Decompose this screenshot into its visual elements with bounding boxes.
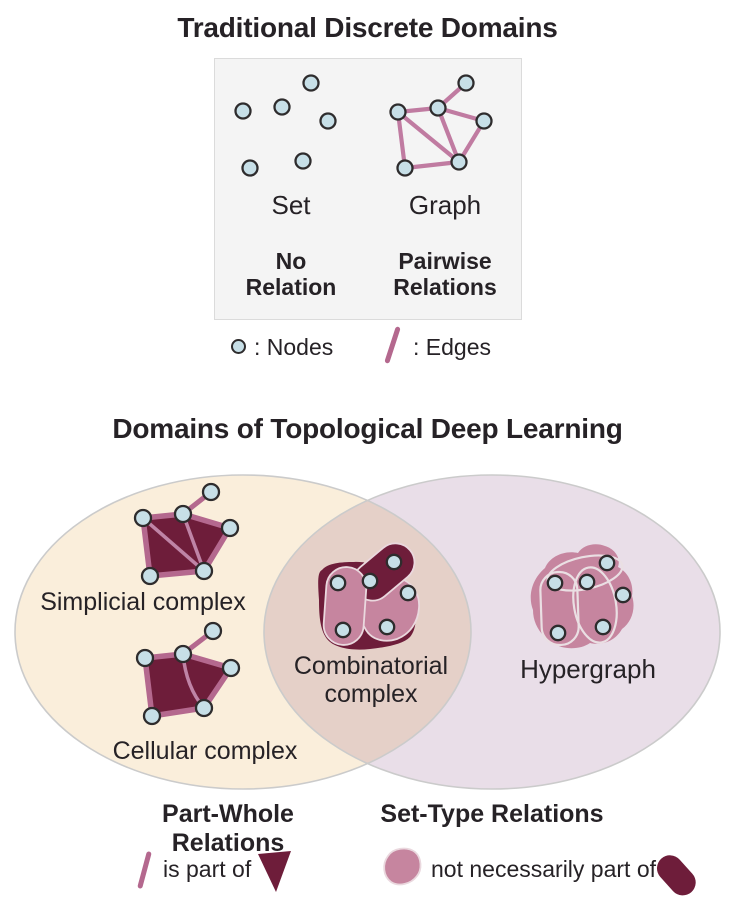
node-icon xyxy=(594,618,612,636)
node-icon xyxy=(201,482,221,502)
not-part-of-label: not necessarily part of xyxy=(431,856,657,882)
edge-icon xyxy=(395,109,408,171)
graph-edges xyxy=(395,80,487,171)
node-icon xyxy=(221,658,241,678)
node-icon xyxy=(546,574,564,592)
node-icon xyxy=(135,648,155,668)
pink-hyperedge-blob-icon xyxy=(383,847,422,886)
part-whole-caption: Part-Whole Relations xyxy=(162,800,294,857)
node-icon xyxy=(194,698,214,718)
node-icon xyxy=(396,159,414,177)
nodes-legend-label: : Nodes xyxy=(254,334,334,360)
bottom-title: Domains of Topological Deep Learning xyxy=(112,413,623,444)
node-icon xyxy=(319,112,337,130)
node-icon xyxy=(194,561,214,581)
hyperedge-icon xyxy=(572,566,618,644)
node-icon xyxy=(361,572,379,590)
set-caption: No Relation xyxy=(245,248,337,301)
hyperedge-icon xyxy=(539,570,580,647)
set-type-caption: Set-Type Relations xyxy=(380,800,604,828)
node-icon xyxy=(173,504,193,524)
node-icon xyxy=(457,74,475,92)
venn-diagram xyxy=(14,474,721,790)
node-legend-icon xyxy=(231,339,246,354)
node-icon xyxy=(399,584,417,602)
node-icon xyxy=(234,102,252,120)
hypergraph-shape xyxy=(530,544,634,649)
set-type-ellipse-outline xyxy=(263,474,721,790)
node-icon xyxy=(475,112,493,130)
discrete-domains-panel xyxy=(214,58,522,320)
simplicial-complex-label: Simplicial complex xyxy=(40,588,246,616)
edge-icon xyxy=(141,516,206,573)
node-icon xyxy=(578,573,596,591)
node-icon xyxy=(203,621,223,641)
node-icon xyxy=(140,566,160,586)
cellular-complex-label: Cellular complex xyxy=(112,737,298,765)
simplicial-complex-shape xyxy=(133,482,240,586)
node-icon xyxy=(389,103,407,121)
triangle-icon xyxy=(258,851,291,892)
set-cluster xyxy=(234,74,337,177)
node-icon xyxy=(614,586,632,604)
edge-icon xyxy=(181,512,206,573)
graph-cluster xyxy=(389,74,493,177)
node-icon xyxy=(334,621,352,639)
edge-icon xyxy=(402,159,462,171)
combinatorial-complex-label: Combinatorial complex xyxy=(293,652,449,708)
top-title: Traditional Discrete Domains xyxy=(177,12,558,43)
dark-cell-blob-icon xyxy=(656,855,696,896)
edge-icon xyxy=(395,109,462,165)
set-label: Set xyxy=(271,190,311,220)
is-part-of-label: is part of xyxy=(163,856,252,882)
node-icon xyxy=(429,99,447,117)
node-icon xyxy=(598,554,616,572)
node-icon xyxy=(302,74,320,92)
node-icon xyxy=(294,152,312,170)
graph-label: Graph xyxy=(408,190,482,220)
node-icon xyxy=(173,644,193,664)
dark-blob-icon xyxy=(656,855,696,896)
node-icon xyxy=(133,508,153,528)
node-icon xyxy=(378,618,396,636)
node-icon xyxy=(142,706,162,726)
node-icon xyxy=(241,159,259,177)
part-whole-ellipse-outline xyxy=(14,474,472,790)
node-icon xyxy=(329,574,347,592)
edges-legend-label: : Edges xyxy=(413,334,491,360)
cellular-complex-shape xyxy=(135,621,241,726)
set-and-graph-art xyxy=(234,74,493,177)
node-icon xyxy=(273,98,291,116)
node-icon xyxy=(220,518,240,538)
edge-legend-icon xyxy=(384,326,401,364)
hypergraph-label: Hypergraph xyxy=(520,654,656,684)
graph-caption: Pairwise Relations xyxy=(393,248,497,301)
node-icon xyxy=(549,624,567,642)
node-icon xyxy=(385,553,403,571)
filled-cell-triangle-icon xyxy=(258,851,291,892)
combinatorial-complex-shape xyxy=(318,542,420,650)
edge-icon xyxy=(435,105,462,165)
node-icon xyxy=(450,153,468,171)
blob-icon xyxy=(383,847,422,886)
